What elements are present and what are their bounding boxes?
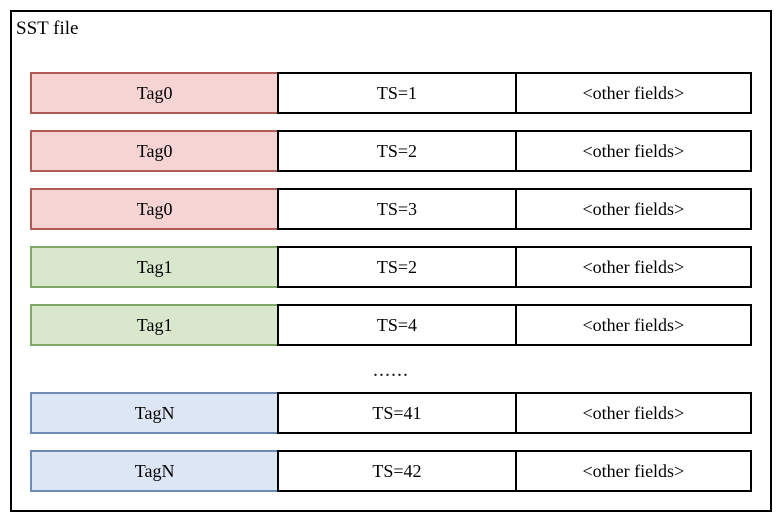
record-tag-cell: TagN — [30, 392, 280, 434]
record-tag-cell: Tag0 — [30, 130, 280, 172]
record-other-fields-cell: <other fields> — [514, 246, 752, 288]
record-timestamp-cell: TS=1 — [277, 72, 517, 114]
record-timestamp-cell: TS=3 — [277, 188, 517, 230]
record-tag-cell: TagN — [30, 450, 280, 492]
record-timestamp-cell: TS=2 — [277, 130, 517, 172]
record-tag-cell: Tag0 — [30, 72, 280, 114]
record-tag-cell: Tag1 — [30, 246, 280, 288]
record-other-fields-cell: <other fields> — [514, 450, 752, 492]
record-timestamp-cell: TS=42 — [277, 450, 517, 492]
record-other-fields-cell: <other fields> — [514, 304, 752, 346]
record-timestamp-cell: TS=4 — [277, 304, 517, 346]
record-timestamp-cell: TS=41 — [277, 392, 517, 434]
record-other-fields-cell: <other fields> — [514, 130, 752, 172]
page-title: SST file — [16, 18, 79, 39]
record-tag-cell: Tag0 — [30, 188, 280, 230]
record-other-fields-cell: <other fields> — [514, 392, 752, 434]
record-tag-cell: Tag1 — [30, 304, 280, 346]
ellipsis-label: ...... — [373, 359, 409, 381]
record-timestamp-cell: TS=2 — [277, 246, 517, 288]
rows-ellipsis: ...... — [30, 356, 752, 384]
record-other-fields-cell: <other fields> — [514, 188, 752, 230]
record-other-fields-cell: <other fields> — [514, 72, 752, 114]
